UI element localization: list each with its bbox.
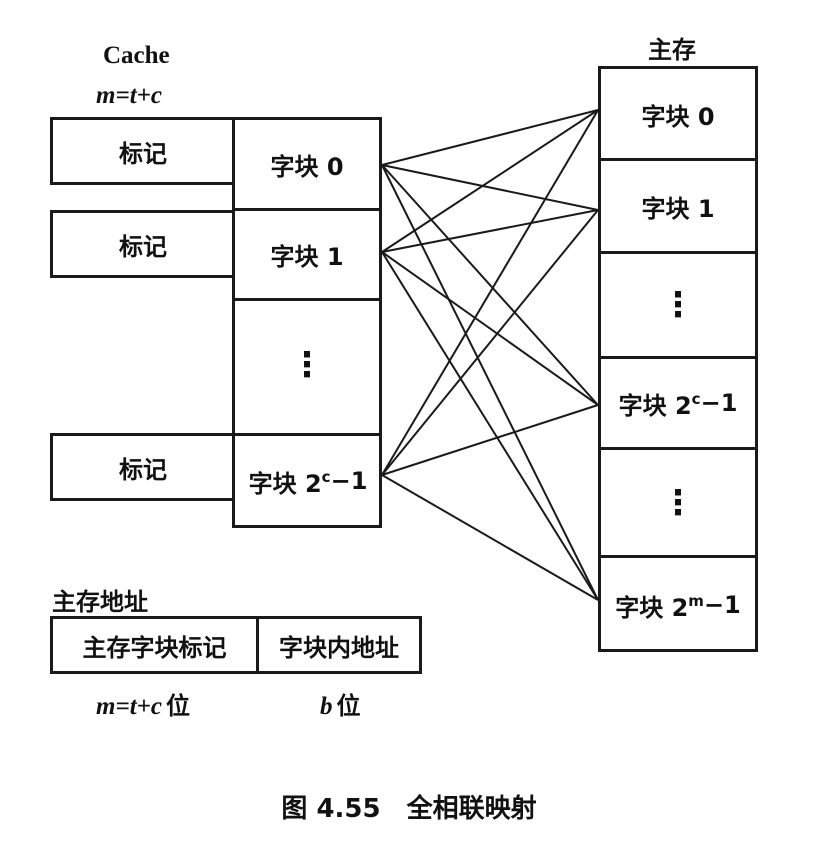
tag-label: 标记 — [119, 455, 167, 484]
bits-expression: m=t+c — [96, 693, 162, 720]
cache-divider — [232, 208, 382, 211]
ellipsis-icon: ⋮ — [661, 483, 695, 523]
block-prefix: 字块 2 — [615, 593, 689, 622]
cache-tag-last: 标记 — [50, 433, 236, 501]
cache-block-column — [232, 117, 382, 528]
memory-divider — [598, 158, 758, 161]
address-field-tag: 主存字块标记 — [82, 633, 227, 662]
memory-block-1: 字块 1 — [641, 194, 715, 223]
figure-caption: 图 4.55 全相联映射 — [281, 794, 537, 824]
memory-divider — [598, 447, 758, 450]
bits-unit: 位 — [165, 692, 190, 720]
bits-expression: b — [320, 693, 333, 720]
memory-divider — [598, 251, 758, 254]
memory-divider — [598, 356, 758, 359]
block-suffix: −1 — [700, 389, 738, 417]
address-divider — [256, 616, 259, 674]
address-field-offset: 字块内地址 — [279, 633, 399, 662]
cache-block-0: 字块 0 — [270, 152, 344, 181]
memory-block-0: 字块 0 — [641, 102, 715, 131]
block-exponent: c — [691, 390, 701, 408]
cache-tag-0: 标记 — [50, 117, 236, 185]
tag-label: 标记 — [119, 232, 167, 261]
tag-label: 标记 — [119, 139, 167, 168]
memory-block-column — [598, 66, 758, 652]
address-title: 主存地址 — [52, 588, 148, 616]
memory-title: 主存 — [648, 36, 696, 64]
cache-tag-1: 标记 — [50, 210, 236, 278]
block-exponent: c — [321, 468, 331, 486]
cache-ellipsis: ⋮ — [232, 340, 382, 390]
block-exponent: m — [688, 592, 704, 610]
bits-unit: 位 — [336, 692, 361, 720]
cache-block-1: 字块 1 — [270, 242, 344, 271]
address-format — [50, 616, 422, 674]
cache-divider — [232, 298, 382, 301]
cache-formula: m=t+c — [96, 82, 162, 109]
block-prefix: 字块 2 — [248, 469, 322, 498]
memory-divider — [598, 555, 758, 558]
cache-divider — [232, 433, 382, 436]
block-suffix: −1 — [703, 591, 741, 619]
cache-title: Cache — [103, 42, 170, 69]
block-suffix: −1 — [330, 467, 368, 495]
memory-ellipsis-1: ⋮ — [598, 256, 758, 354]
block-prefix: 字块 2 — [618, 391, 692, 420]
memory-ellipsis-2: ⋮ — [598, 452, 758, 554]
ellipsis-icon: ⋮ — [661, 285, 695, 325]
